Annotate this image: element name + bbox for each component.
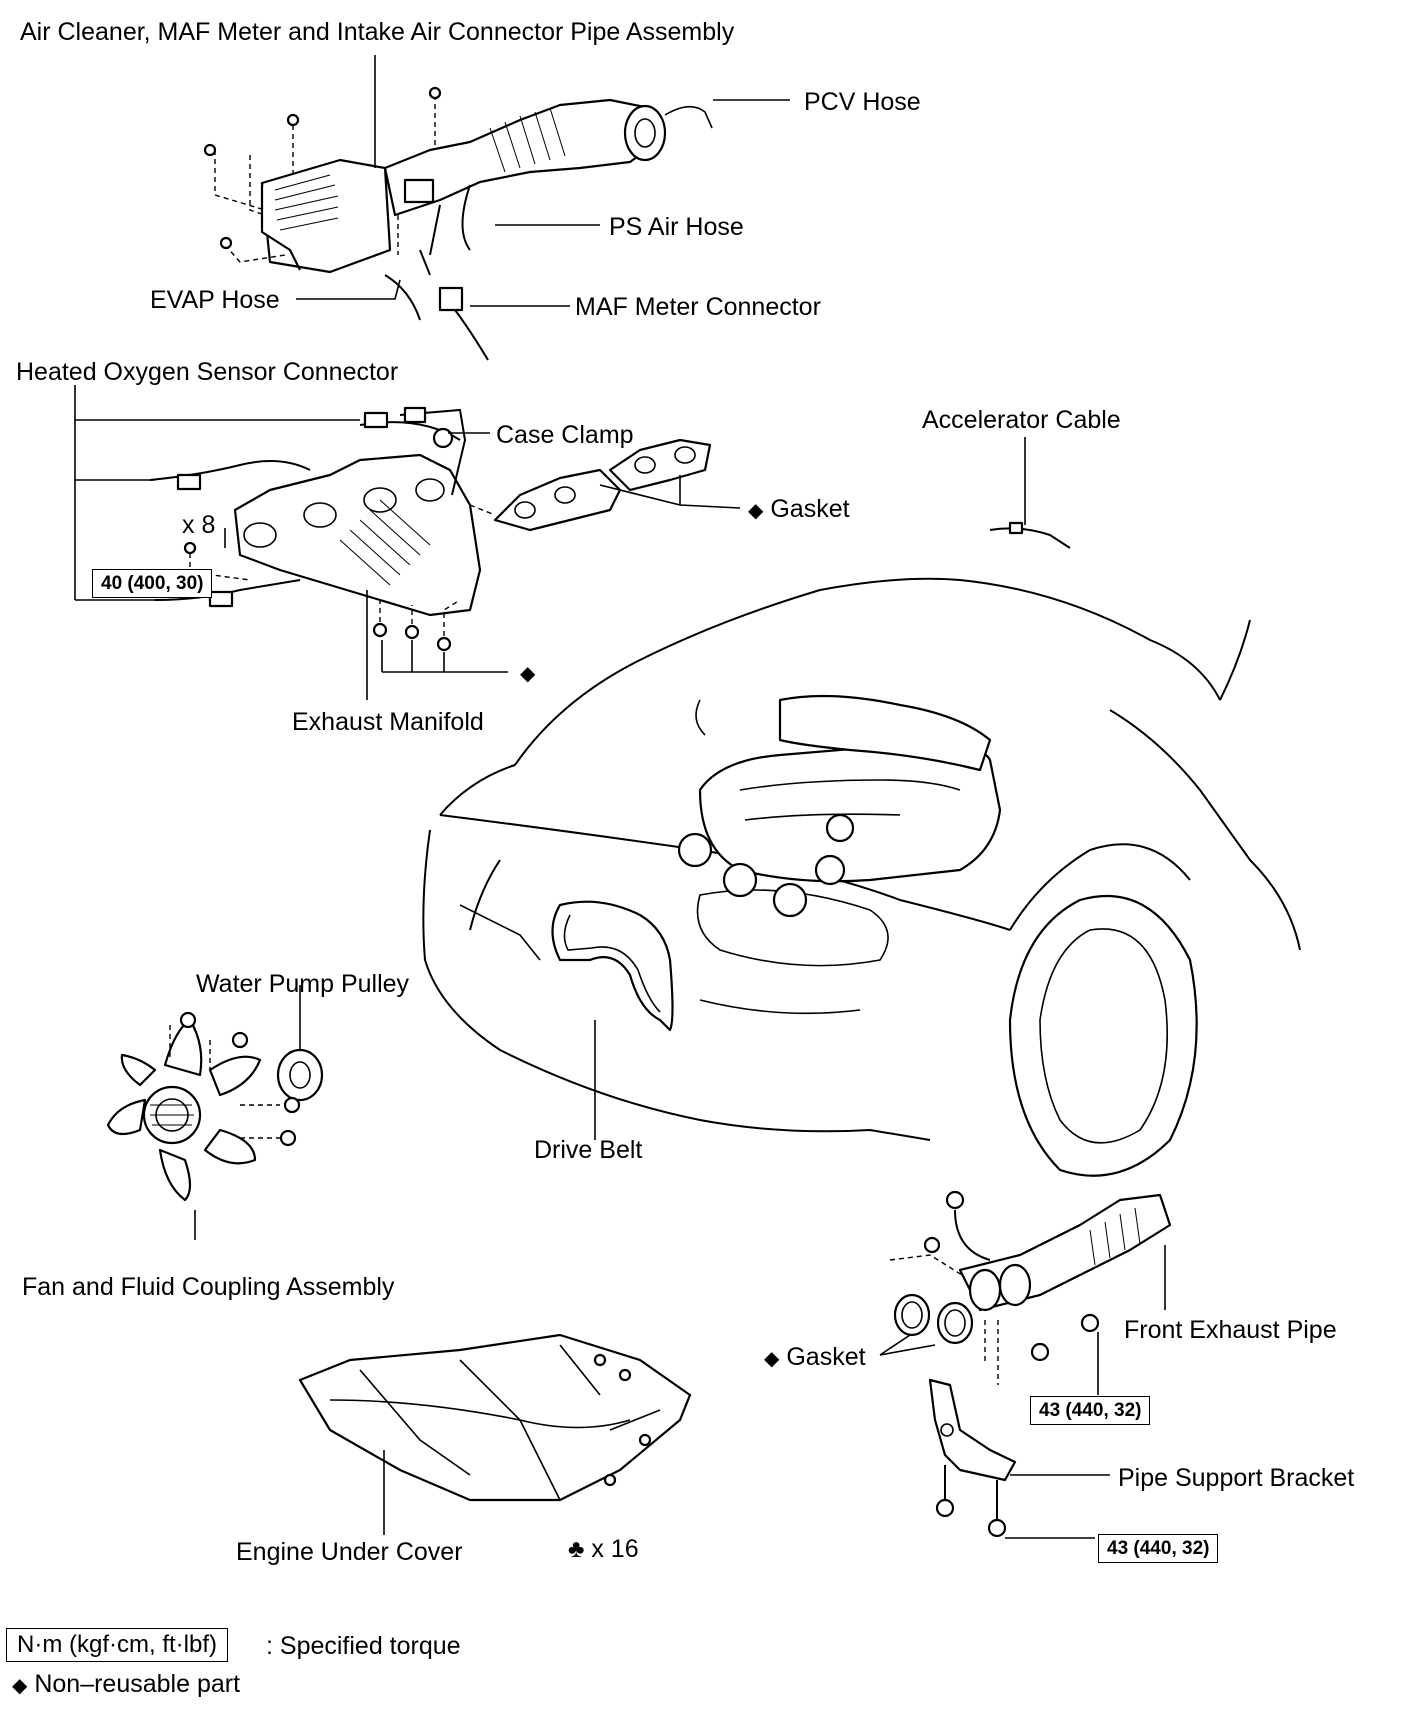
front-exhaust-pipe [889, 1190, 1172, 1538]
bolt-icon: ♣ [568, 1535, 585, 1563]
legend-nonreusable-text: Non–reusable part [34, 1670, 241, 1698]
label-accelerator-cable: Accelerator Cable [922, 406, 1121, 434]
label-engine-under-cover: Engine Under Cover [236, 1538, 463, 1566]
label-gasket-exhaust: ◆ Gasket [764, 1345, 866, 1370]
label-exhaust-manifold: Exhaust Manifold [292, 708, 484, 736]
exhaust-manifold [149, 406, 1071, 652]
label-evap-hose: EVAP Hose [150, 286, 280, 314]
label-pcv-hose: PCV Hose [804, 88, 921, 116]
label-air-cleaner-assembly: Air Cleaner, MAF Meter and Intake Air Co… [20, 18, 735, 46]
torque-box-exhaust-pipe: 43 (440, 32) [1030, 1396, 1151, 1425]
air-cleaner-assembly [203, 86, 713, 361]
label-bolt-count: ♣ x 16 [568, 1537, 639, 1562]
label-fan-and-fluid-coupling: Fan and Fluid Coupling Assembly [22, 1273, 395, 1301]
fan-assembly [106, 1011, 324, 1202]
leader-lines [74, 55, 1166, 1539]
label-water-pump-pulley: Water Pump Pulley [196, 970, 410, 998]
car-body [422, 577, 1301, 1177]
legend-torque-box: N·m (kgf·cm, ft·lbf) [6, 1628, 228, 1662]
torque-box-bracket: 43 (440, 32) [1098, 1534, 1219, 1563]
diamond-icon: ◆ [764, 1348, 780, 1370]
label-front-exhaust-pipe: Front Exhaust Pipe [1124, 1316, 1337, 1344]
legend-nonreusable: ◆ Non–reusable part [12, 1672, 240, 1697]
engine-under-cover [298, 1333, 692, 1502]
label-heated-oxygen-sensor-connector: Heated Oxygen Sensor Connector [16, 358, 399, 386]
label-pipe-support-bracket: Pipe Support Bracket [1118, 1464, 1355, 1492]
torque-box-manifold: 40 (400, 30) [92, 569, 213, 598]
diamond-icon: ◆ [520, 663, 536, 685]
gasket-text: Gasket [770, 495, 850, 523]
label-maf-meter-connector: MAF Meter Connector [575, 293, 821, 321]
label-gasket-manifold: ◆ Gasket [748, 497, 850, 522]
diamond-icon: ◆ [748, 500, 764, 522]
label-ps-air-hose: PS Air Hose [609, 213, 744, 241]
gasket-text: Gasket [786, 1343, 866, 1371]
diamond-icon: ◆ [12, 1675, 28, 1697]
label-case-clamp: Case Clamp [496, 421, 634, 449]
label-drive-belt: Drive Belt [534, 1136, 643, 1164]
legend-torque-description: : Specified torque [266, 1632, 461, 1660]
label-x8: x 8 [182, 511, 216, 539]
bolt-count-text: x 16 [591, 1535, 639, 1563]
